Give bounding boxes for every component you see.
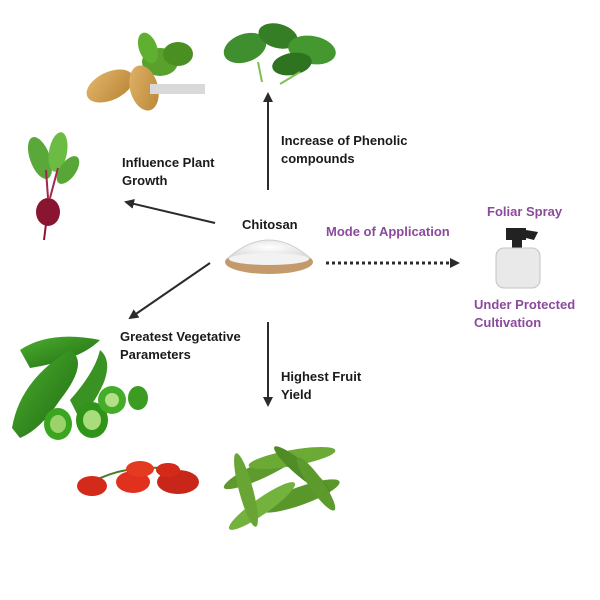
- condition-label: Under Protected Cultivation: [474, 297, 576, 330]
- application-label: Mode of Application: [326, 224, 450, 239]
- spray-bottle-icon: [495, 228, 541, 289]
- arrow-to-growth: [124, 198, 216, 224]
- yield-label: Highest Fruit Yield: [281, 369, 362, 402]
- growth-label: Influence Plant Growth: [122, 155, 215, 188]
- vegetative-label: Greatest Vegetative Parameters: [120, 329, 241, 362]
- phenolic-label: Increase of Phenolic compounds: [281, 133, 408, 166]
- method-label: Foliar Spray: [487, 204, 563, 219]
- chitosan-bowl-icon: [225, 239, 313, 274]
- tomato-icon: [77, 461, 199, 496]
- pepper-icon: [12, 336, 148, 440]
- beetroot-icon: [27, 132, 80, 241]
- center-label: Chitosan: [242, 217, 298, 232]
- spinach-icon: [223, 23, 336, 85]
- potato-icon: [86, 32, 205, 111]
- okra-icon: [223, 446, 340, 530]
- arrow-to-vegetative: [128, 262, 211, 320]
